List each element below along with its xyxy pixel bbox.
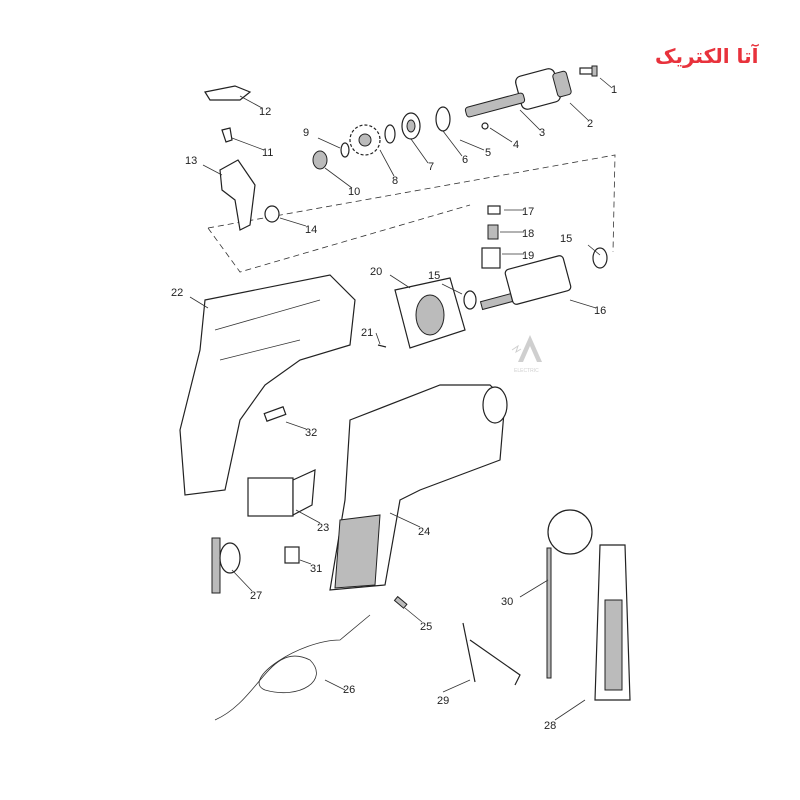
part-label: 16 [594, 305, 606, 317]
svg-text:ELECTRIC: ELECTRIC [514, 368, 539, 374]
brand-logo: آتا الکتریک [655, 44, 759, 68]
part-brush-cap [487, 205, 501, 215]
part-spring [221, 127, 233, 143]
part-label: 11 [262, 147, 273, 159]
part-label: 14 [305, 224, 317, 236]
part-label: 7 [428, 161, 434, 173]
part-carbon-brush [487, 224, 499, 240]
part-spindle [464, 92, 526, 118]
part-bushing [264, 205, 280, 223]
part-side-handle-pin [211, 537, 241, 594]
part-label: 26 [343, 684, 355, 696]
part-label: 13 [185, 155, 197, 167]
part-side-handle [547, 509, 631, 701]
part-label: 9 [303, 127, 309, 139]
part-label: 2 [587, 118, 593, 130]
part-armature [463, 247, 608, 311]
part-screw [579, 65, 598, 77]
part-screw-cord [393, 595, 408, 609]
part-switch [247, 469, 316, 517]
part-ball [481, 122, 489, 130]
leader-lines [189, 77, 613, 721]
part-label: 18 [522, 228, 534, 240]
part-label: 12 [259, 106, 271, 118]
part-housing-half [179, 274, 356, 496]
part-label: 17 [522, 206, 534, 218]
part-bearing [401, 112, 421, 140]
part-label: 28 [544, 720, 556, 732]
part-brush-holder [481, 247, 501, 269]
part-label: 21 [361, 327, 373, 339]
part-chuck [515, 68, 572, 110]
part-stator [394, 277, 466, 349]
housing-detail [214, 299, 321, 361]
part-label: 32 [305, 427, 317, 439]
part-label: 10 [348, 186, 360, 198]
part-label: 23 [317, 522, 329, 534]
part-label: 5 [485, 147, 491, 159]
assembly-guide-line [207, 154, 616, 273]
part-label: 8 [392, 175, 398, 187]
part-label: 20 [370, 266, 382, 278]
part-ring [340, 142, 350, 158]
part-power-cord [214, 614, 371, 721]
part-label: 1 [611, 84, 617, 96]
part-label: 15 [428, 270, 440, 282]
part-circlip [384, 124, 396, 144]
part-label: 6 [462, 154, 468, 166]
part-label: 4 [513, 139, 519, 151]
part-label: 31 [310, 563, 322, 575]
part-screw-small [377, 344, 387, 348]
part-housing-assembled [329, 384, 508, 591]
part-gear [349, 124, 381, 156]
part-washer [435, 106, 451, 132]
part-clutch [312, 150, 328, 170]
part-label: 3 [539, 127, 545, 139]
watermark-logo: ELECTRIC [511, 335, 542, 374]
part-number-labels: 1 2 3 4 5 6 7 8 9 10 11 12 13 14 15 15 1… [171, 84, 617, 732]
part-label: 27 [250, 590, 262, 602]
part-cover [219, 159, 256, 231]
part-label: 22 [171, 287, 183, 299]
part-label: 30 [501, 596, 513, 608]
part-label: 24 [418, 526, 430, 538]
part-suppressor [284, 546, 300, 564]
part-label: 29 [437, 695, 449, 707]
part-capacitor [263, 406, 287, 422]
part-depth-rod [546, 547, 552, 679]
part-label: 15 [560, 233, 572, 245]
part-chuck-key [462, 622, 521, 686]
part-label: 19 [522, 250, 534, 262]
part-switch-button [204, 85, 252, 101]
part-label: 25 [420, 621, 432, 633]
